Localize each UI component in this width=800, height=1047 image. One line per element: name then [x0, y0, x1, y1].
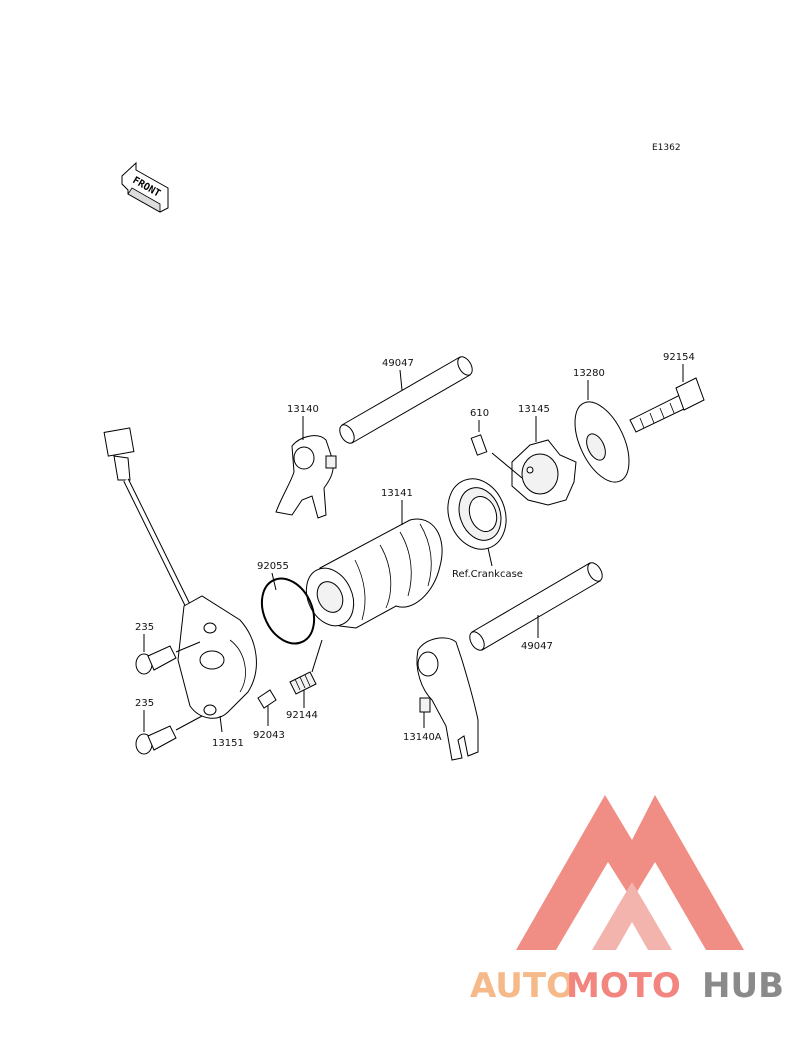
- label-oring: 92055: [257, 561, 289, 572]
- label-shaft-lower: 49047: [521, 641, 553, 652]
- label-pin: 610: [470, 408, 489, 419]
- label-ref-crankcase: Ref.Crankcase: [452, 569, 523, 580]
- screw-lower: [135, 725, 177, 755]
- spring-92144: [289, 671, 317, 695]
- shift-rod-lower: [469, 562, 603, 651]
- svg-text:AUTO: AUTO: [470, 966, 575, 1006]
- bolt-92154: [629, 377, 705, 433]
- shift-cam: [511, 439, 577, 506]
- bearing: [447, 478, 507, 550]
- diagram-code: E1362: [652, 143, 681, 153]
- label-shaft-upper: 49047: [382, 358, 414, 369]
- label-fork-upper: 13140: [287, 404, 319, 415]
- neutral-switch-sensor: [103, 427, 257, 719]
- shift-rod-upper: [339, 356, 473, 444]
- pin-610: [470, 434, 488, 456]
- label-drum: 13141: [381, 488, 413, 499]
- screw-upper: [135, 645, 177, 675]
- shift-fork-upper: [275, 435, 337, 519]
- watermark-text: AUTO MOTO HUB: [470, 966, 784, 1006]
- cam-plate: [574, 401, 630, 483]
- label-sensor: 13151: [212, 738, 244, 749]
- front-arrow-icon: FRONT: [121, 161, 169, 213]
- label-screw-lower: 235: [135, 698, 154, 709]
- svg-text:MOTO: MOTO: [566, 966, 681, 1006]
- svg-text:HUB: HUB: [702, 966, 784, 1006]
- label-spring: 92144: [286, 710, 318, 721]
- label-fork-lower: 13140A: [403, 732, 442, 743]
- shift-drum: [305, 518, 443, 629]
- label-screw-upper: 235: [135, 622, 154, 633]
- label-plate: 13280: [573, 368, 605, 379]
- label-bolt: 92154: [663, 352, 695, 363]
- label-cam: 13145: [518, 404, 550, 415]
- label-pin-small: 92043: [253, 730, 285, 741]
- shift-fork-lower: [416, 637, 479, 761]
- pin-92043: [257, 689, 277, 709]
- watermark-logo-icon: [516, 795, 744, 950]
